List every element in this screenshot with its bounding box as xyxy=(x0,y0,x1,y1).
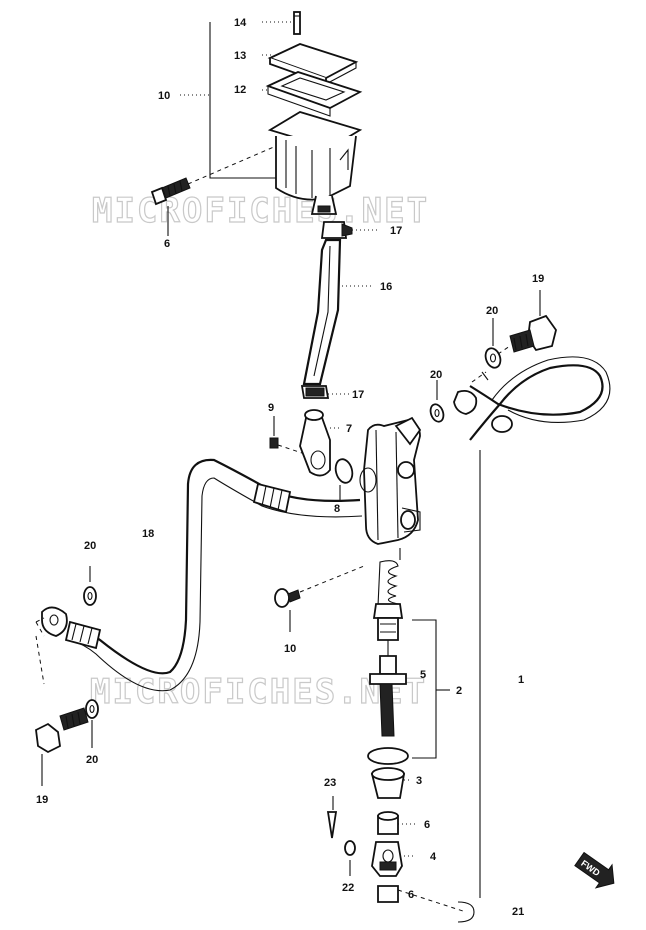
label-8: 8 xyxy=(334,503,340,515)
label-9: 9 xyxy=(268,402,274,414)
label-3: 3 xyxy=(416,775,422,787)
label-7: 7 xyxy=(346,423,352,435)
label-12: 12 xyxy=(234,84,246,96)
label-4: 4 xyxy=(430,851,437,863)
reservoir-assembly xyxy=(150,11,363,236)
label-19-bottom: 19 xyxy=(36,794,48,806)
label-10-bottom: 10 xyxy=(284,643,296,655)
label-16: 16 xyxy=(380,281,392,293)
label-20-middle: 20 xyxy=(430,369,442,381)
label-6-top: 6 xyxy=(164,238,170,250)
upper-banjo-bolt xyxy=(484,290,557,369)
long-hose xyxy=(35,458,363,692)
label-1: 1 xyxy=(518,674,524,686)
watermark-top: MICROFICHES.NET xyxy=(92,191,429,231)
label-23: 23 xyxy=(324,777,336,789)
label-5: 5 xyxy=(420,669,426,681)
label-2: 2 xyxy=(456,685,462,697)
label-20-bottom: 20 xyxy=(86,754,98,766)
label-19-top: 19 xyxy=(532,273,544,285)
label-10-top: 10 xyxy=(158,90,170,102)
master-cylinder xyxy=(269,409,422,632)
part-labels: 14 13 12 10 6 17 16 19 20 17 20 9 7 8 18… xyxy=(36,17,544,918)
label-22: 22 xyxy=(342,882,354,894)
lower-banjo-bolt xyxy=(35,566,99,786)
label-6-middle: 6 xyxy=(424,819,430,831)
label-6-bottom: 6 xyxy=(408,889,414,901)
reservoir-hose xyxy=(300,221,378,399)
label-20-top: 20 xyxy=(486,305,498,317)
label-18: 18 xyxy=(142,528,154,540)
outlet-hose-loop xyxy=(429,356,611,441)
label-17-top: 17 xyxy=(390,225,402,237)
label-17-bottom: 17 xyxy=(352,389,364,401)
label-21: 21 xyxy=(512,906,524,918)
label-13: 13 xyxy=(234,50,246,62)
label-14: 14 xyxy=(234,17,247,29)
forward-arrow-badge: FWD xyxy=(574,851,615,889)
piston-kit xyxy=(326,450,481,923)
label-20-left: 20 xyxy=(84,540,96,552)
